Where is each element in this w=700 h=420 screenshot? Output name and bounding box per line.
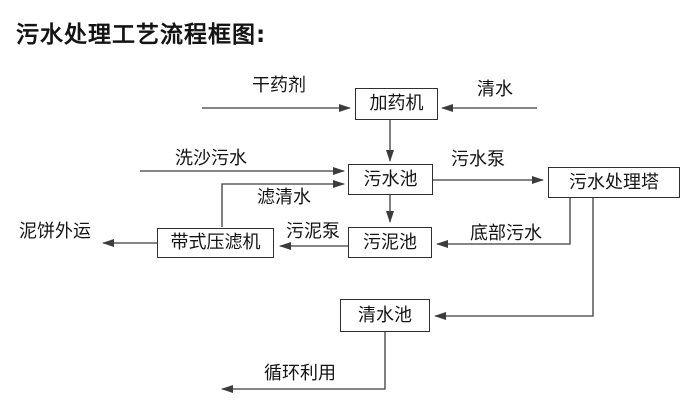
label-sludge-pump: 污泥泵 [286, 221, 340, 242]
node-clean-water-pool: 清水池 [340, 299, 430, 332]
diagram-title: 污水处理工艺流程框图: [16, 22, 267, 48]
label-clean-water: 清水 [477, 79, 513, 100]
node-belt-filter-press: 带式压滤机 [157, 228, 274, 258]
label-sewage-pump: 污水泵 [451, 149, 505, 170]
arrow-clean-water-pool-to-recycling [221, 332, 386, 393]
arrow-filtered-water-to-sewage-pool [221, 180, 345, 227]
label-filtered-clean-water: 滤清水 [257, 187, 311, 208]
label-dry-chemical: 干药剂 [252, 75, 306, 96]
node-sewage-pool: 污水池 [348, 164, 433, 195]
label-mud-cake-transport: 泥饼外运 [19, 221, 91, 242]
node-sludge-pool: 污泥池 [348, 227, 432, 258]
node-dosing-machine: 加药机 [355, 88, 438, 120]
label-bottom-sewage: 底部污水 [470, 223, 542, 244]
arrow-tower-to-clean-water-pool [434, 198, 594, 320]
arrow-bottom-sewage-to-sludge-pool [436, 198, 571, 248]
label-recycling: 循环利用 [264, 363, 336, 384]
node-sewage-treatment-tower: 污水处理塔 [548, 167, 680, 198]
label-sand-washing-sewage: 洗沙污水 [175, 148, 247, 169]
